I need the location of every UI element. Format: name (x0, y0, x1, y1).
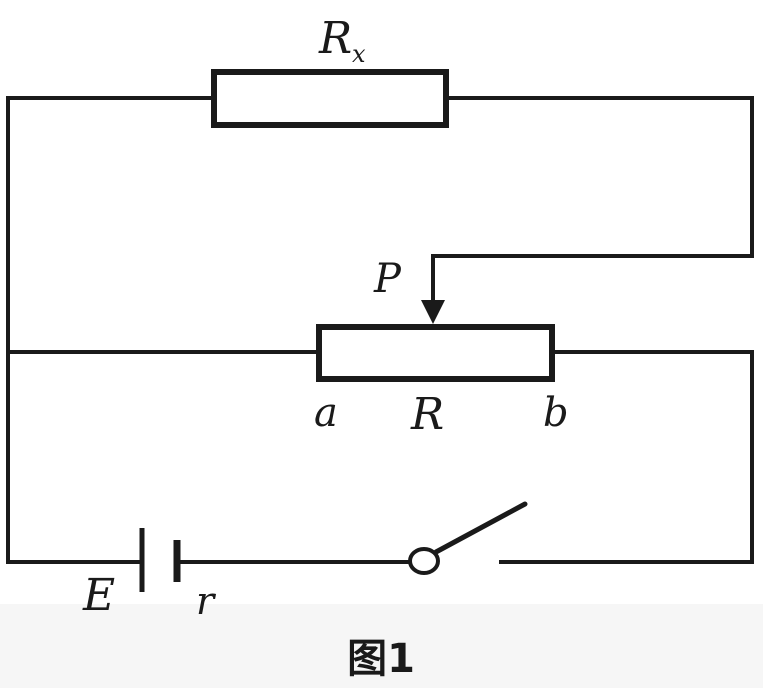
label-end-b: b (543, 390, 569, 436)
switch-pivot-icon (408, 547, 440, 575)
label-rx-sub: x (352, 40, 366, 68)
label-end-a: a (314, 390, 338, 436)
switch-lever (433, 501, 528, 555)
label-slider-p: P (373, 256, 402, 302)
figure-caption: 图1 (347, 636, 415, 682)
label-internal-r: r (196, 579, 217, 623)
label-rx-main: R (318, 13, 352, 64)
resistor-rx (211, 69, 449, 128)
slider-arrow-icon (421, 300, 445, 324)
caption-band (0, 604, 763, 688)
rheostat-r (316, 324, 555, 382)
label-emf-e: E (82, 570, 115, 621)
label-rheostat-r: R (410, 389, 444, 440)
